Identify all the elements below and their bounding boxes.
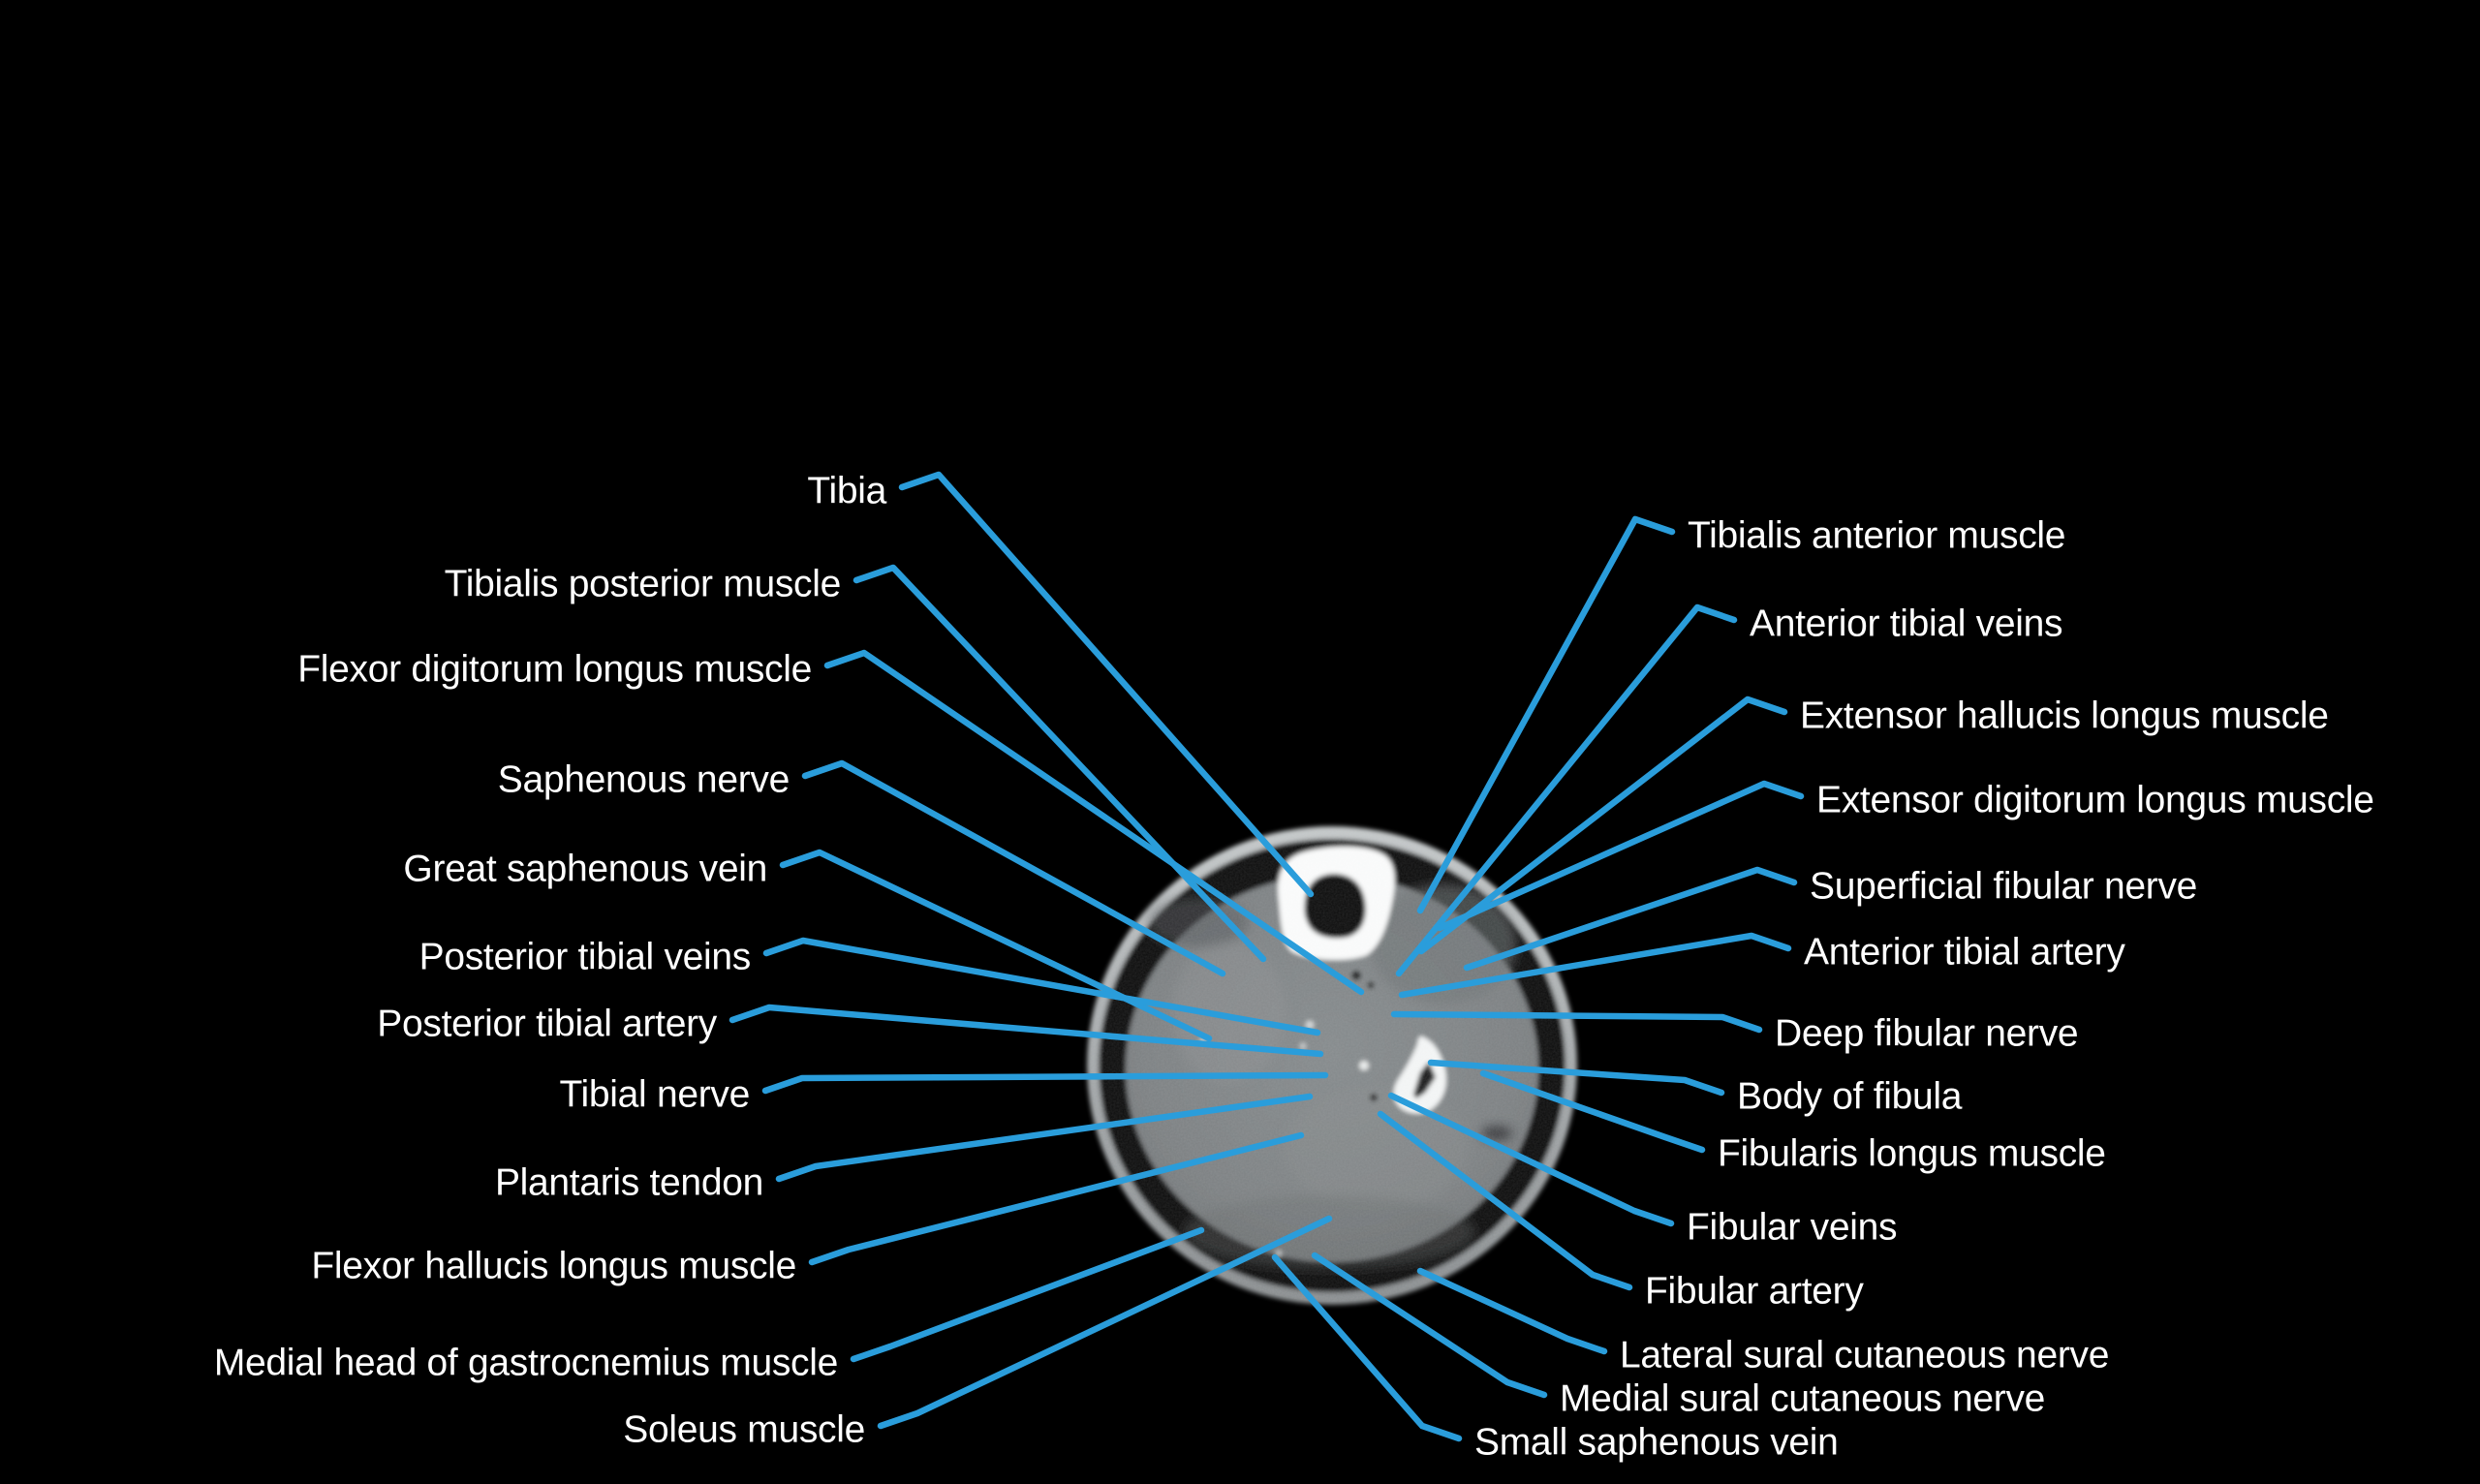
leader-flexor-digitorum-longus-muscle bbox=[823, 649, 1365, 996]
leader-plantaris-tendon bbox=[775, 1093, 1314, 1183]
leader-posterior-tibial-veins bbox=[762, 937, 1321, 1036]
leader-flexor-hallucis-longus-muscle bbox=[808, 1131, 1305, 1266]
leader-tibialis-posterior-muscle bbox=[852, 564, 1267, 963]
leader-medial-sural-cutaneous-nerve bbox=[1311, 1252, 1548, 1399]
leader-soleus-muscle bbox=[877, 1215, 1333, 1430]
leader-body-of-fibula bbox=[1427, 1059, 1725, 1097]
leader-fibular-artery bbox=[1377, 1110, 1633, 1291]
leader-medial-head-of-gastrocnemius-muscle bbox=[850, 1226, 1205, 1363]
leader-tibialis-anterior-muscle bbox=[1416, 515, 1676, 914]
leader-extensor-digitorum-longus-muscle bbox=[1436, 780, 1805, 932]
leader-lateral-sural-cutaneous-nerve bbox=[1416, 1267, 1608, 1355]
leader-saphenous-nerve bbox=[801, 759, 1226, 977]
leader-anterior-tibial-veins bbox=[1395, 603, 1738, 977]
leader-tibia bbox=[898, 471, 1315, 898]
leader-superficial-fibular-nerve bbox=[1463, 866, 1798, 972]
leader-great-saphenous-vein bbox=[779, 849, 1213, 1042]
ct-noise bbox=[1090, 829, 1574, 1302]
leader-extensor-hallucis-longus-muscle bbox=[1417, 696, 1788, 955]
leader-lines-layer bbox=[728, 471, 1805, 1442]
leader-deep-fibular-nerve bbox=[1390, 1010, 1763, 1034]
leader-tibial-nerve bbox=[761, 1071, 1329, 1095]
leader-fibular-veins bbox=[1387, 1092, 1675, 1227]
leader-posterior-tibial-artery bbox=[728, 1004, 1324, 1058]
leader-small-saphenous-vein bbox=[1271, 1253, 1463, 1442]
leader-anterior-tibial-artery bbox=[1398, 932, 1792, 999]
leader-fibularis-longus-muscle bbox=[1479, 1069, 1706, 1154]
